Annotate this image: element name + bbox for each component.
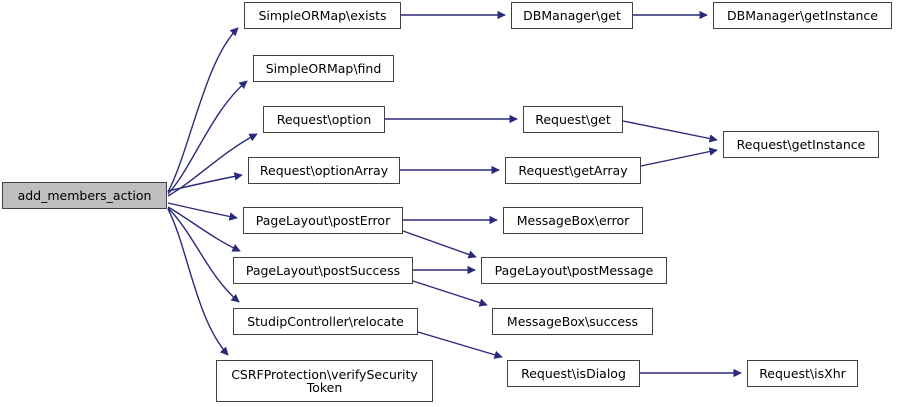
node-dbmanager_getinstance[interactable]: DBManager\getInstance [713,2,892,29]
node-messagebox_success[interactable]: MessageBox\success [492,308,653,335]
node-add_members_action[interactable]: add_members_action [2,182,167,209]
edge-add_members_action-to-simpleormap_exists [167,27,239,193]
edge-add_members_action-to-studipcontroller_relocate [167,207,240,303]
node-pagelayout_posterror[interactable]: PageLayout\postError [243,207,403,234]
node-studipcontroller_relocate[interactable]: StudipController\relocate [233,308,418,335]
edge-pagelayout_posterror-to-pagelayout_postmessage [402,230,477,259]
edge-pagelayout_postsuccess-to-messagebox_success [412,280,488,307]
edge-request_get-to-request_getinstance [622,120,718,143]
node-dbmanager_get[interactable]: DBManager\get [511,2,633,29]
node-csrf_verifysecuritytoken[interactable]: CSRFProtection\verifySecurity Token [216,360,433,402]
node-request_isdialog[interactable]: Request\isDialog [507,360,640,387]
edge-add_members_action-to-request_optionarray [167,172,243,192]
edge-add_members_action-to-request_option [167,133,258,197]
edge-request_getarray-to-request_getinstance [640,147,718,167]
node-request_isxhr[interactable]: Request\isXhr [747,360,858,387]
node-request_option[interactable]: Request\option [263,106,385,133]
edge-add_members_action-to-simpleormap_find [167,80,248,195]
node-simpleormap_find[interactable]: SimpleORMap\find [253,55,394,82]
node-pagelayout_postsuccess[interactable]: PageLayout\postSuccess [233,257,413,284]
node-request_getinstance[interactable]: Request\getInstance [723,131,879,158]
node-pagelayout_postmessage[interactable]: PageLayout\postMessage [481,257,667,284]
node-messagebox_error[interactable]: MessageBox\error [503,207,643,234]
edge-add_members_action-to-pagelayout_postsuccess [167,206,241,252]
node-simpleormap_exists[interactable]: SimpleORMap\exists [244,2,401,29]
node-request_get[interactable]: Request\get [523,106,623,133]
node-request_optionarray[interactable]: Request\optionArray [248,157,400,184]
node-request_getarray[interactable]: Request\getArray [505,157,641,184]
edge-add_members_action-to-csrf_verifysecuritytoken [167,208,229,356]
edge-studipcontroller_relocate-to-request_isdialog [417,331,503,359]
edge-add_members_action-to-pagelayout_posterror [167,202,238,221]
